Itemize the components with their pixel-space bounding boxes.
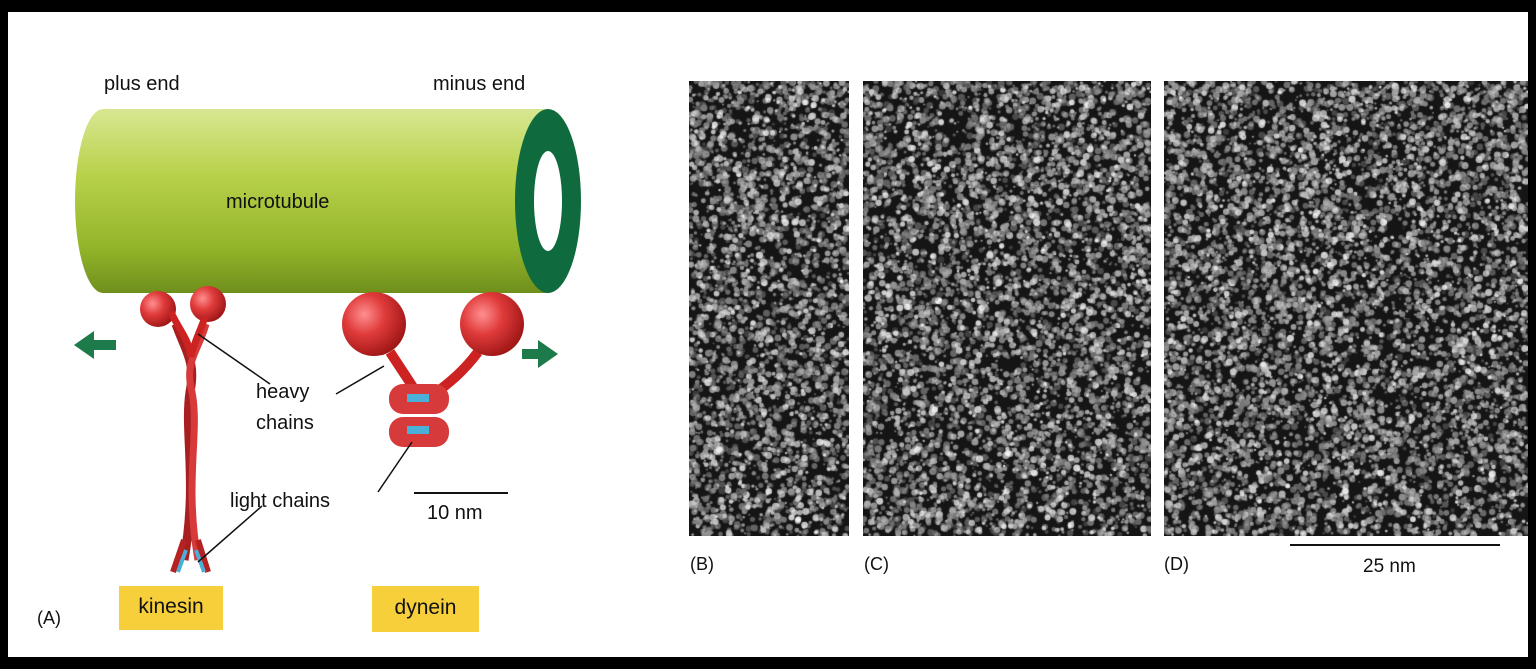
arrow-left-icon (74, 331, 116, 359)
minus-end-label: minus end (433, 73, 526, 95)
leader-heavy-dynein (335, 365, 385, 395)
heavy-chains-label-1: heavy (256, 381, 310, 403)
plus-end-label: plus end (104, 73, 180, 95)
kinesin-motor (140, 286, 226, 573)
leader-light-kinesin (197, 505, 263, 563)
panel-c-letter: (C) (864, 554, 889, 574)
arrow-right-icon (522, 340, 558, 368)
panel-d-letter: (D) (1164, 554, 1189, 574)
panel-a-diagram (74, 109, 1500, 573)
leader-heavy-kinesin (197, 333, 271, 385)
scale-25nm-label: 25 nm (1363, 556, 1416, 577)
dynein-badge: dynein (372, 586, 479, 632)
em-micrograph-c (863, 81, 1151, 536)
heavy-chains-label-2: chains (256, 412, 314, 434)
leader-light-dynein (377, 441, 413, 493)
dynein-motor (342, 292, 524, 447)
panel-a-letter: (A) (37, 608, 61, 628)
microtubule-lumen (534, 151, 562, 251)
scale-10nm-label: 10 nm (427, 502, 483, 524)
figure-frame: plus end minus end microtubule heavy cha… (8, 12, 1528, 657)
em-micrograph-d (1164, 81, 1528, 536)
panel-b-letter: (B) (690, 554, 714, 574)
microtubule-label: microtubule (226, 191, 330, 213)
em-micrograph-b (689, 81, 849, 536)
microtubule-cylinder (75, 109, 581, 293)
kinesin-badge: kinesin (119, 586, 223, 630)
light-chains-label: light chains (230, 490, 331, 512)
